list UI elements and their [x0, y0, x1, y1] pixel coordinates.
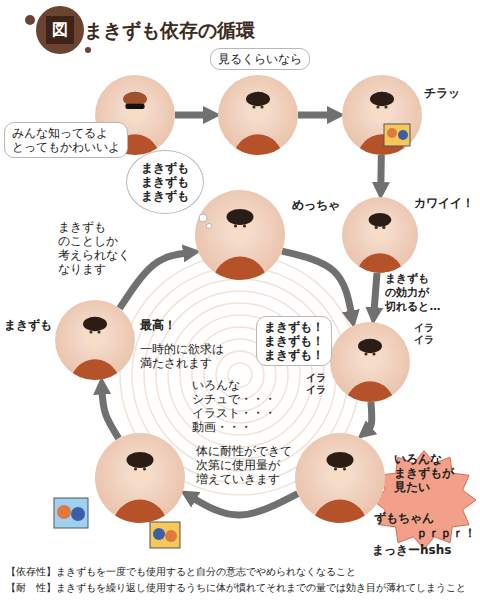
stage-circle: めっちゃカワイイ！ — [342, 197, 418, 273]
cycle-arrow — [377, 155, 385, 188]
irritation-mark: イラ イラ — [414, 322, 434, 346]
cycle-arrow — [367, 402, 372, 431]
stage-circle: いろんな まきずもが 見たいずもちゃんｐｒｐｒ！まっきーhshs — [295, 433, 385, 523]
cycle-arrow — [282, 251, 352, 316]
stage-text: めっちゃ — [292, 198, 340, 212]
stage-circle: まきずも まきずも まきずもまきずも のことしか 考えられなく なります — [195, 190, 285, 280]
stage-text: 最高！ — [140, 318, 176, 332]
stage-circle: みんな知ってるよ とってもかわいいよ — [95, 75, 175, 155]
footnote: 【耐 性】まきずもを繰り返し使用するうちに体が慣れてそれまでの量では効き目が薄れ… — [6, 582, 466, 594]
stage-circle: いろんな シチュで・・・ イラスト・・・ 動画・・・体に耐性ができて 次第に使用… — [95, 433, 185, 523]
stage-text: ｐｒｐｒ！ — [416, 526, 476, 540]
figure-mark: 図 — [46, 16, 74, 44]
stage-text: まっきーhshs — [372, 543, 451, 557]
irritation-mark: イラ イラ — [306, 372, 326, 396]
stage-circle: まきずも最高！一時的に欲求は 満たされます — [55, 300, 135, 380]
stage-text: 体に耐性ができて 次第に使用量が 増えていきます — [196, 444, 292, 486]
stage-text: 一時的に欲求は 満たされます — [140, 342, 224, 370]
stage-text: まきずも のことしか 考えられなく なります — [58, 220, 130, 276]
diagram-title: まきずも依存の循環 — [84, 18, 255, 42]
stage-text: いろんな まきずもが 見たい — [394, 452, 454, 494]
stage-circle: まきずも！ まきずも！ まきずも！ — [330, 322, 410, 402]
person-figure — [342, 197, 418, 273]
thought-dot — [207, 224, 212, 229]
stage-text: まきずも！ まきずも！ まきずも！ — [256, 316, 332, 366]
person-figure — [330, 322, 410, 402]
title-splatter — [85, 47, 91, 53]
person-figure — [195, 190, 285, 280]
edge-label: まきずも の効力が 切れると… — [385, 272, 440, 314]
title-splatter — [25, 15, 35, 25]
cycle-arrow — [298, 112, 333, 119]
comic-thumbnail — [54, 498, 88, 528]
stage-text: いろんな シチュで・・・ イラスト・・・ 動画・・・ — [192, 378, 276, 434]
person-figure — [295, 433, 385, 523]
cycle-arrow — [102, 389, 119, 439]
stage-text: まきずも まきずも まきずも — [126, 150, 204, 214]
stage-circle: 見るくらいなら — [218, 75, 298, 155]
person-figure — [55, 300, 135, 380]
burst-shape — [372, 451, 476, 550]
person-figure — [218, 75, 298, 155]
stage-text: チラッ — [424, 86, 460, 100]
stage-text: 見るくらいなら — [210, 48, 310, 70]
stage-text: みんな知ってるよ とってもかわいいよ — [4, 122, 128, 158]
comic-thumbnail — [384, 124, 410, 146]
cycle-arrow — [374, 273, 377, 313]
person-figure — [95, 433, 185, 523]
cycle-arrow — [191, 494, 298, 515]
comic-thumbnail — [150, 522, 180, 548]
footnote: 【依存性】まきずもを一度でも使用すると自分の意志でやめられなくなること — [6, 566, 356, 578]
cycle-arrow — [175, 112, 209, 119]
stage-text: ずもちゃん — [374, 511, 434, 525]
title-splatter — [36, 6, 84, 54]
stage-text: カワイイ！ — [414, 196, 474, 210]
stage-text: まきずも — [4, 318, 52, 332]
thought-dot — [199, 214, 207, 222]
